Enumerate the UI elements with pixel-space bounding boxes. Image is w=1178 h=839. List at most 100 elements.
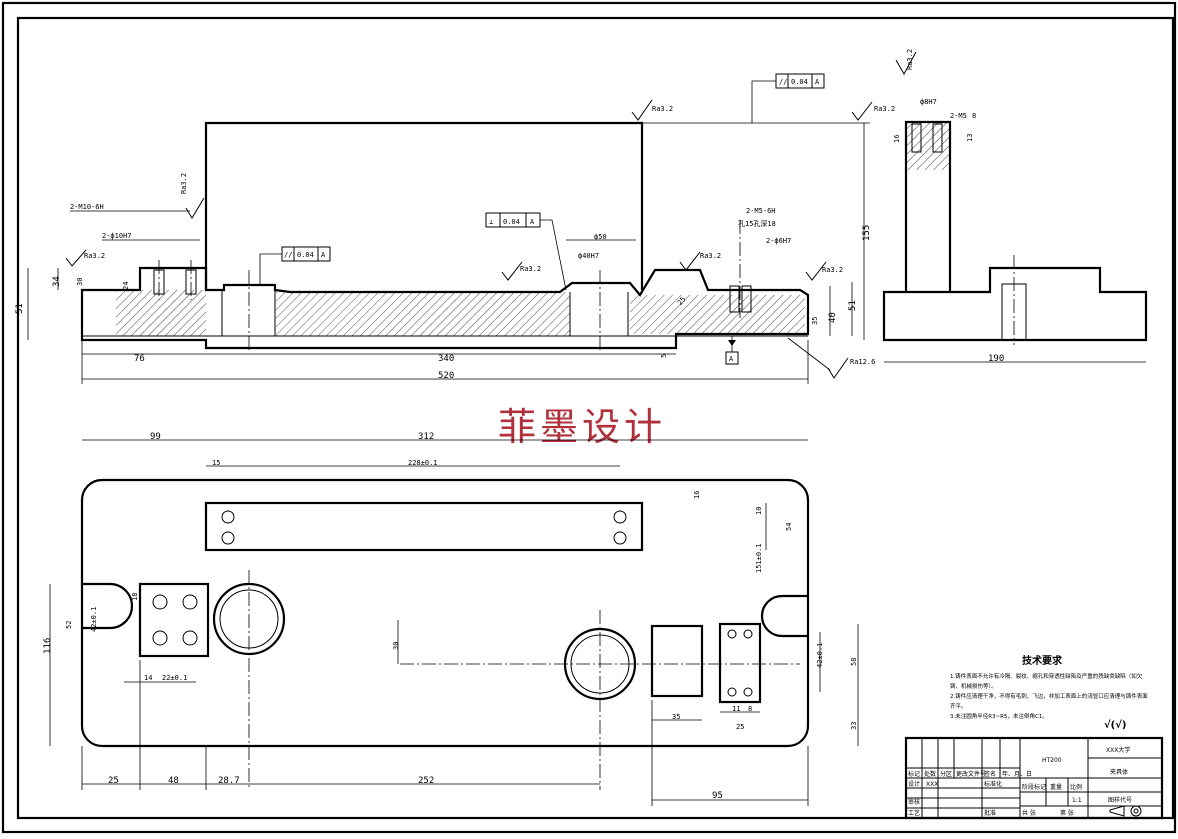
dim-42r: 42±0.1 [816,643,824,668]
tolerance-frame-top: // 0.04 A [751,73,825,123]
dim-252: 252 [418,776,434,786]
dim-151: 151±0.1 [755,543,763,573]
dim-25b: 25 [108,776,119,786]
ra-e: Ra3.2 [700,252,721,260]
dim-312: 312 [418,432,434,442]
tb-stage: 阶段标记 [1022,783,1046,791]
note-line-3: 2.铸件应清理干净，不得有毛刺、飞边，非加工表面上的浇冒口应清理与铸件表面 [950,692,1148,700]
dim-58: 58 [850,658,858,666]
parallel-symbol: // [284,251,292,259]
side-hatch [906,122,950,170]
datum-label: A [729,355,734,363]
projection-cone [1109,805,1125,817]
hatch-left [116,290,206,336]
dim-33: 33 [850,722,858,730]
roughness-symbol [501,261,523,281]
tol-par-top: 0.04 [791,78,808,86]
tb-approve: 批准 [984,809,996,817]
roughness-symbol [805,261,827,281]
block-left [138,582,210,658]
tb-material: HT200 [1042,757,1062,764]
tb-change-no: 更改文件号 [956,770,986,778]
dim-16: 16 [693,491,701,499]
tb-scale: 比例 [1070,783,1082,791]
roughness-symbol [65,249,87,267]
side-callout-thread: 2-M5 [950,112,967,120]
tapped-hole-4 [741,285,752,313]
callout-pin-right: 2-ф6H7 [766,237,791,245]
dim-95: 95 [712,791,723,801]
dim-76: 76 [134,354,145,364]
side-callout-pin: ф8H7 [920,98,937,106]
top-view: 99 312 15 228±0.1 16 10 54 151±0.1 116 5… [43,432,859,806]
side-ra-top: Ra3.2 [906,49,914,70]
roughness-symbol [185,197,205,219]
tb-scale-value: 1:1 [1072,797,1082,804]
dim-30: 30 [392,642,400,650]
dim-5: 5 [660,354,668,358]
callout-m10: 2-M10-6H [70,203,104,211]
notes-roughness-mark: √(√) [1104,719,1126,731]
tb-zone: 分区 [940,770,952,778]
projection-circle-inner [1133,808,1139,814]
top-plate-outline [80,478,810,748]
ra-b: Ra3.2 [180,173,188,194]
roughness-symbol [827,357,849,379]
projection-symbol-icon [1109,805,1142,817]
hole [152,594,168,610]
dim-10: 10 [755,507,763,515]
hatch-middle [276,292,570,336]
tb-part-name: 夹具体 [1110,768,1128,776]
dim-190: 190 [988,354,1004,364]
parallel-symbol: // [779,78,787,86]
u-slot-left [82,582,134,630]
ra-d: Ra3.2 [520,265,541,273]
ra-f: Ra3.2 [822,266,843,274]
roughness-symbol [895,51,917,76]
dim-25: 25 [736,723,744,731]
tb-sign: 签名 [984,770,996,778]
ra-126: Ra12.6 [850,358,875,366]
hatch-right [630,295,805,334]
dim-51r: 51 [848,300,858,311]
notes-title: 技术要求 [1022,654,1063,667]
dim-99: 99 [150,432,161,442]
dim-51: 51 [15,303,25,314]
dim-52: 52 [65,621,73,629]
tb-date: 年、月、日 [1002,770,1032,778]
title-block: HT200 XXX大学 夹具体 图样代号 标记 处数 分区 更改文件号 签名 年… [904,736,1164,820]
tb-weight: 重量 [1050,783,1062,791]
dim-8: 8 [972,112,976,120]
dim-18: 18 [131,593,139,601]
dim-228: 228±0.1 [408,459,438,467]
tol-perp-ref: A [530,218,535,226]
tb-designer: XXX [926,781,938,788]
technical-notes: 技术要求 1.铸件表面不允许有冷隔、裂纹、缩孔和穿透性缺陷及严重的残缺类缺陷（如… [950,654,1148,731]
leader-ra126 [787,337,831,371]
hole [182,594,198,610]
projection-circle [1130,805,1142,817]
hole [743,687,753,697]
dim-30: 30 [76,278,84,286]
u-slot-right [760,594,808,638]
tol-perp: 0.04 [503,218,520,226]
dim-40: 40 [828,312,838,323]
dim-22: 22±0.1 [162,674,187,682]
hole [727,687,737,697]
tb-drawing-no: 图样代号 [1108,796,1132,804]
dim-25: 25 [676,295,688,307]
callout-pin-mid: ф40H7 [578,252,599,260]
tolerance-frame-mid: // 0.04 A [259,246,331,285]
roughness-symbol [851,101,873,121]
dim-35: 35 [672,713,680,721]
dim-34: 34 [52,276,62,287]
hole [221,510,235,524]
dim-16: 16 [893,135,901,143]
dim-11: 11 [732,705,740,713]
tol-par-mid: 0.04 [297,251,314,259]
tb-count: 处数 [924,770,936,778]
datum-a: A [725,336,739,365]
leader-tol-top [751,80,776,123]
dim-520: 520 [438,371,454,381]
